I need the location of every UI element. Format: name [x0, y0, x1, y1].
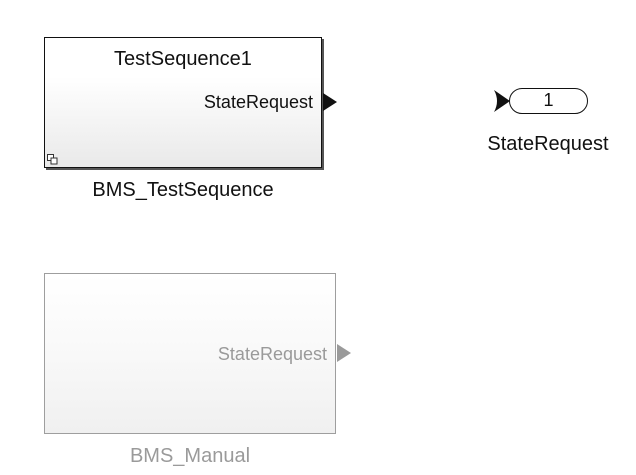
- subsystem-link-icon: [47, 154, 58, 165]
- test-sequence-inner-title: TestSequence1: [114, 48, 252, 70]
- manual-block-name[interactable]: BMS_Manual: [129, 445, 251, 467]
- manual-block[interactable]: StateRequest: [44, 273, 336, 434]
- test-sequence-block-name[interactable]: BMS_TestSequence: [92, 179, 274, 201]
- test-sequence-output-port-label: StateRequest: [203, 92, 313, 112]
- test-sequence-output-port-arrow-icon[interactable]: [323, 93, 337, 111]
- outport-number: 1: [543, 90, 554, 110]
- outport-input-arrow-icon[interactable]: [494, 90, 510, 112]
- state-request-outport-name[interactable]: StateRequest: [487, 133, 609, 155]
- manual-output-port-arrow-icon[interactable]: [337, 344, 351, 362]
- state-request-outport-block[interactable]: 1: [509, 88, 588, 114]
- test-sequence-block[interactable]: TestSequence1 StateRequest: [44, 37, 322, 168]
- manual-output-port-label: StateRequest: [217, 344, 327, 364]
